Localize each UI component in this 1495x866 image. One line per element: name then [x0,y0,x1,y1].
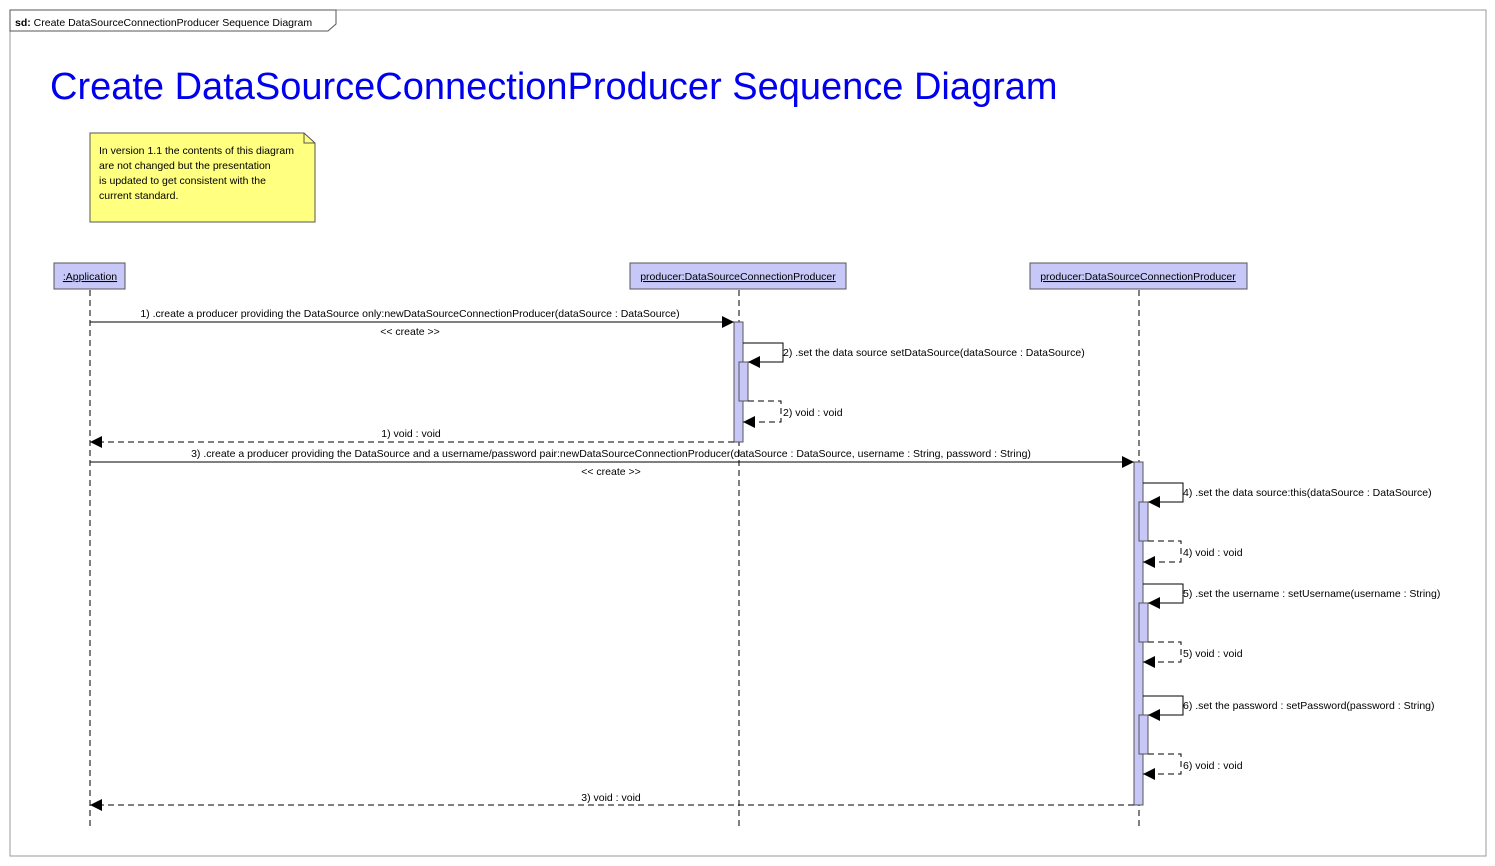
message-6-return: 6) void : void [1143,753,1243,780]
message-1-return: 1) void : void [90,428,734,448]
activation-bar [1138,501,1149,542]
stereotype-label: << create >> [380,326,440,338]
activation-bar [1138,602,1149,643]
message-label: 6) void : void [1183,760,1243,772]
message-2-self-call: 2) .set the data source setDataSource(da… [743,342,1085,368]
diagram-title: Create DataSourceConnectionProducer Sequ… [50,66,1058,108]
message-label: 1) void : void [381,428,441,440]
message-label: 5) .set the username : setUsername(usern… [1183,588,1440,600]
message-3-create: 3) .create a producer providing the Data… [90,448,1134,478]
activation-bar [738,361,749,402]
activation-bar [1138,714,1149,755]
message-label: 3) void : void [581,792,641,804]
note-line: In version 1.1 the contents of this diag… [99,145,294,157]
message-4-self-call: 4) .set the data source:this(dataSource … [1143,482,1432,508]
message-label: 4) .set the data source:this(dataSource … [1183,487,1432,499]
message-2-return: 2) void : void [743,400,843,428]
lifeline-producer-2: producer:DataSourceConnectionProducer [1029,262,1248,828]
note-line: current standard. [99,190,178,202]
message-label: 5) void : void [1183,648,1243,660]
message-label: 6) .set the password : setPassword(passw… [1183,700,1435,712]
lifeline-application: :Application [53,262,126,828]
note-line: is updated to get consistent with the [99,175,266,187]
message-4-return: 4) void : void [1143,540,1243,568]
lifeline-producer-1: producer:DataSourceConnectionProducer [629,262,847,828]
lifeline-label: :Application [63,271,117,283]
message-1-create: 1) .create a producer providing the Data… [90,308,734,338]
message-label: 3) .create a producer providing the Data… [191,448,1031,460]
frame-tag-text: sd: Create DataSourceConnectionProducer … [15,17,312,29]
diagram-frame [9,9,1487,857]
message-3-return: 3) void : void [90,792,1134,811]
message-label: 4) void : void [1183,547,1243,559]
message-label: 2) void : void [783,407,843,419]
message-5-return: 5) void : void [1143,641,1243,668]
message-5-self-call: 5) .set the username : setUsername(usern… [1143,583,1440,609]
message-6-self-call: 6) .set the password : setPassword(passw… [1143,695,1435,721]
note-line: are not changed but the presentation [99,160,271,172]
frame-tag [9,9,337,32]
lifeline-label: producer:DataSourceConnectionProducer [640,271,836,283]
lifeline-label: producer:DataSourceConnectionProducer [1040,271,1236,283]
message-label: 1) .create a producer providing the Data… [140,308,679,320]
stereotype-label: << create >> [581,466,641,478]
note: In version 1.1 the contents of this diag… [89,132,316,223]
message-label: 2) .set the data source setDataSource(da… [783,347,1085,359]
